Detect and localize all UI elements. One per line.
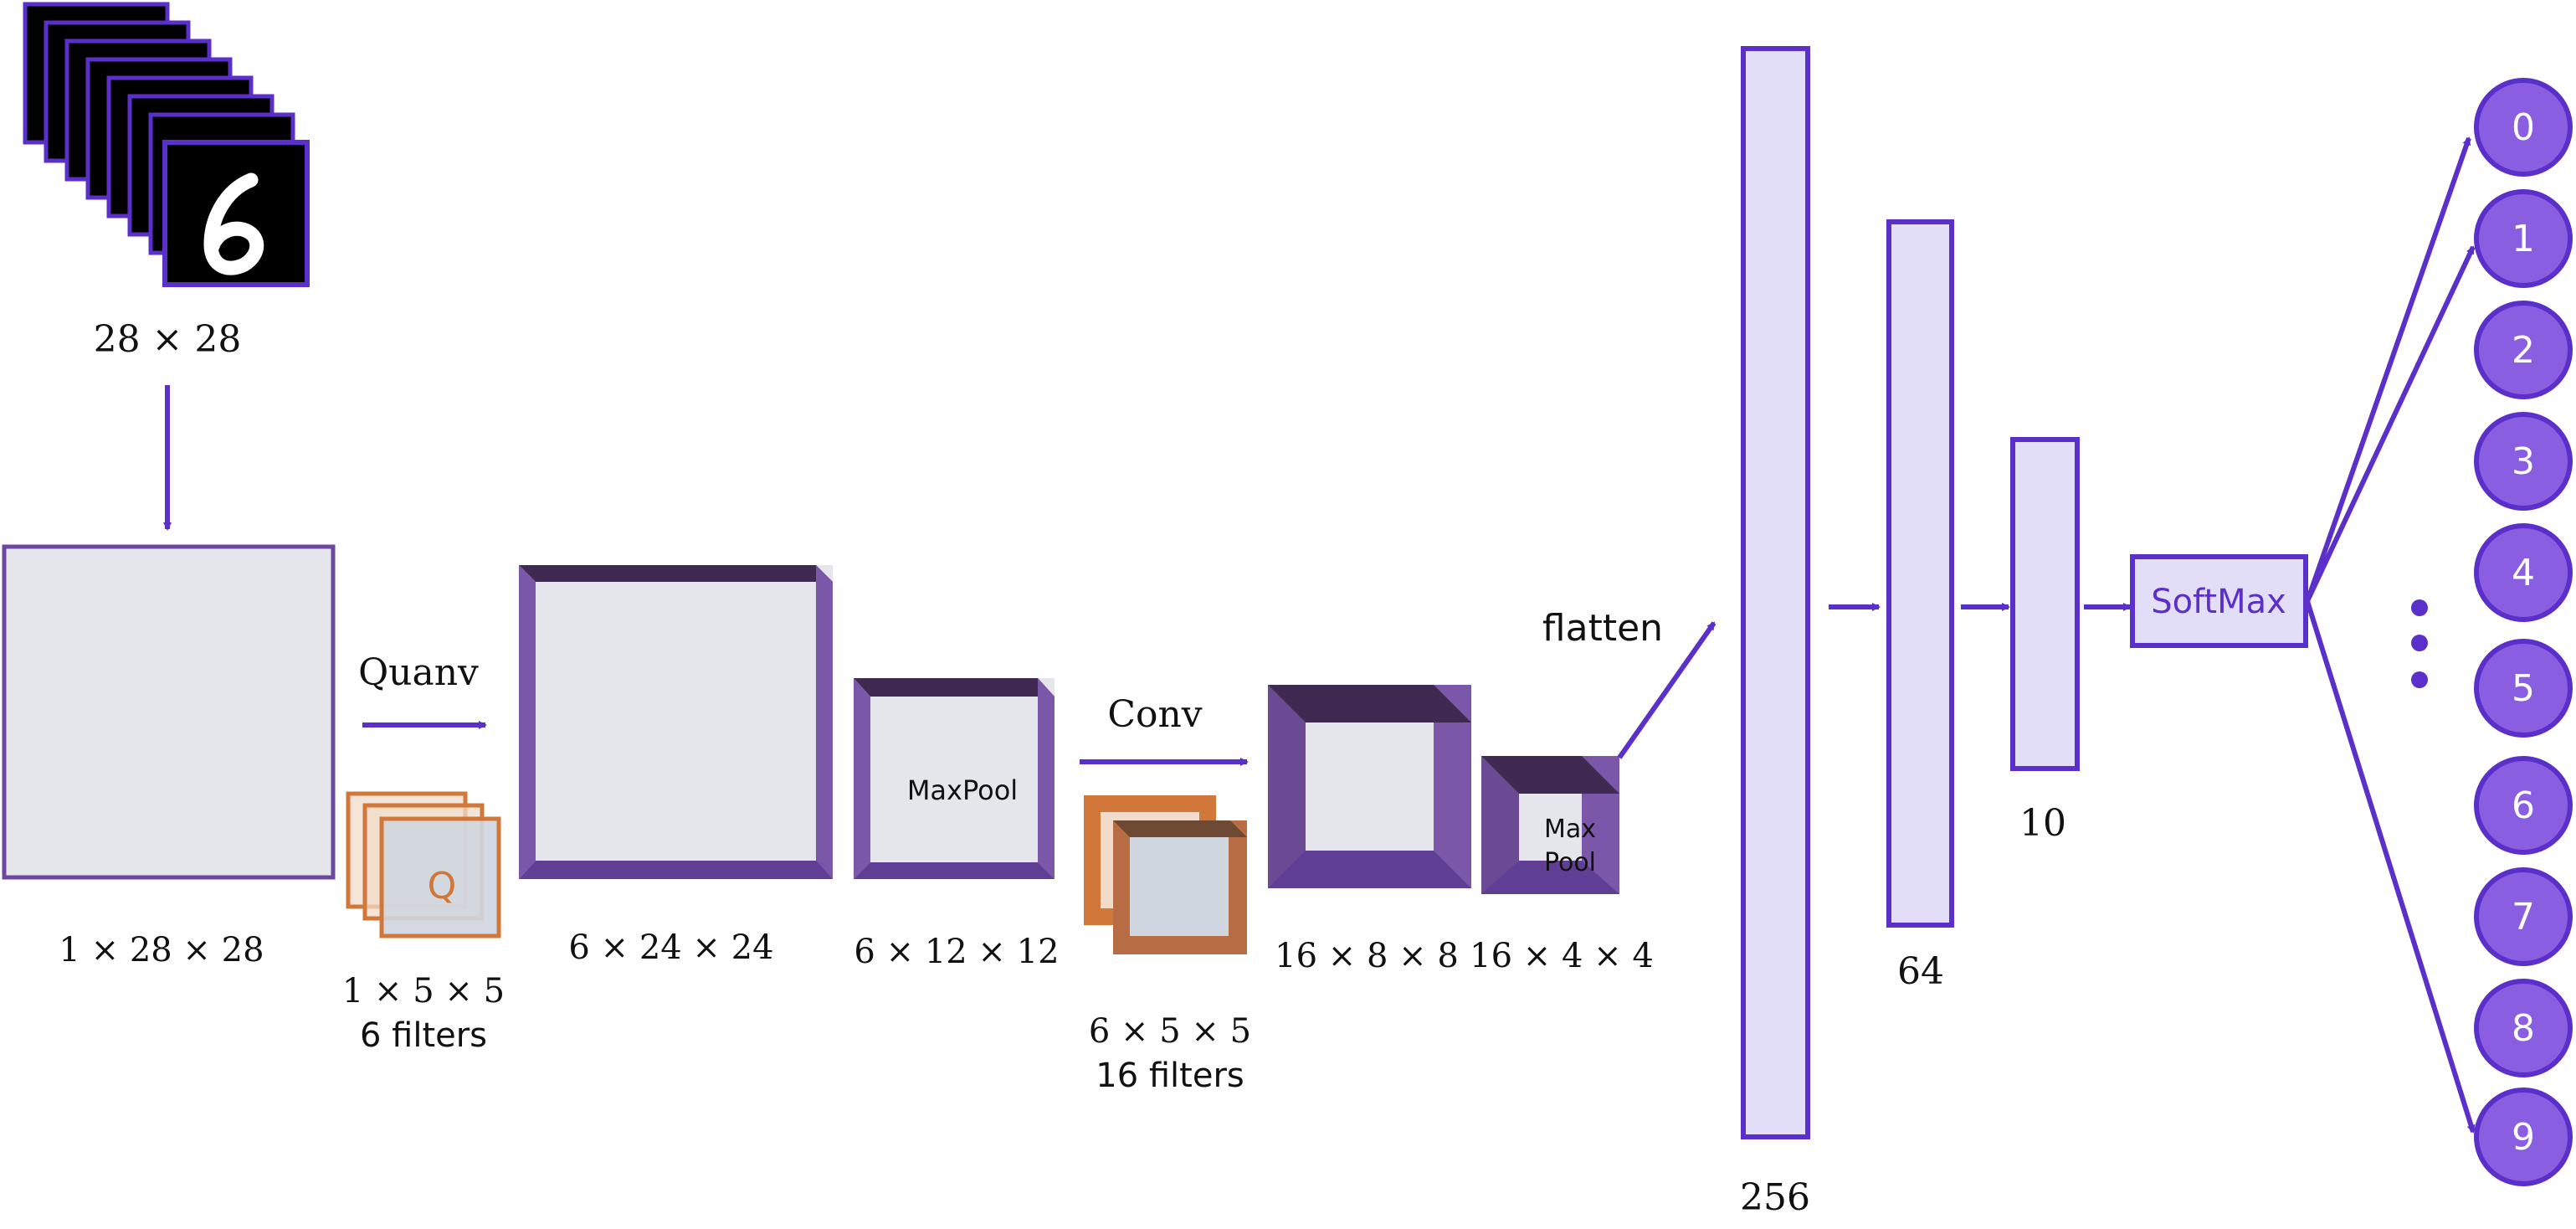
output-node-label-2: 2 bbox=[2512, 329, 2535, 372]
maxpool1-block bbox=[854, 678, 1055, 879]
conv-filter-shape-label: 6 × 5 × 5 bbox=[1089, 1012, 1251, 1051]
fc-layer-256 bbox=[1741, 46, 1810, 1139]
softmax-box bbox=[2130, 554, 2308, 648]
output-node-label-6: 6 bbox=[2512, 784, 2535, 827]
flatten-label: flatten bbox=[1542, 607, 1663, 650]
maxpool2-block bbox=[1481, 756, 1619, 894]
conv-output-label: 16 × 8 × 8 bbox=[1275, 937, 1459, 975]
ellipsis-dots bbox=[2411, 599, 2428, 688]
input-image-stack bbox=[23, 2, 310, 287]
output-node-1 bbox=[2474, 189, 2573, 288]
output-node-9 bbox=[2474, 1088, 2573, 1186]
output-node-label-1: 1 bbox=[2512, 218, 2535, 260]
quanv-filter-shape-label: 1 × 5 × 5 bbox=[342, 972, 505, 1010]
output-node-7 bbox=[2474, 867, 2573, 966]
output-class-nodes: 0 1 2 3 4 5 6 7 8 9 bbox=[2474, 78, 2573, 1186]
quanv-filter-count-label: 6 filters bbox=[360, 1016, 487, 1055]
output-node-label-5: 5 bbox=[2512, 667, 2535, 710]
output-node-label-3: 3 bbox=[2512, 440, 2535, 483]
quanv-output-block bbox=[519, 565, 833, 879]
conv-filter-count-label: 16 filters bbox=[1096, 1057, 1244, 1095]
softmax-label: SoftMax bbox=[2151, 583, 2286, 621]
output-node-2 bbox=[2474, 301, 2573, 399]
fc-layer-10 bbox=[2010, 437, 2080, 771]
quanv-filter-stack bbox=[346, 791, 501, 938]
output-arrow-9 bbox=[2305, 600, 2476, 1134]
output-node-3 bbox=[2474, 412, 2573, 511]
output-node-label-4: 4 bbox=[2512, 552, 2535, 594]
output-node-6 bbox=[2474, 756, 2573, 855]
input-size-label: 28 × 28 bbox=[94, 318, 242, 361]
output-node-4 bbox=[2474, 523, 2573, 622]
output-node-5 bbox=[2474, 639, 2573, 738]
fc-layer-64 bbox=[1886, 219, 1954, 928]
output-node-8 bbox=[2474, 979, 2573, 1077]
quanv-output-label: 6 × 24 × 24 bbox=[568, 928, 773, 967]
input-tensor-block bbox=[2, 544, 336, 880]
fc-layer-64-label: 64 bbox=[1897, 950, 1944, 993]
output-node-label-8: 8 bbox=[2512, 1007, 2535, 1050]
output-arrow-1 bbox=[2305, 245, 2476, 603]
handwritten-digit-image bbox=[203, 172, 264, 275]
maxpool2-output-label: 16 × 4 × 4 bbox=[1470, 937, 1654, 975]
output-node-0 bbox=[2474, 78, 2573, 177]
output-node-label-0: 0 bbox=[2512, 106, 2535, 149]
conv-filter-stack bbox=[1084, 795, 1247, 954]
maxpool2-text-line2: Pool bbox=[1544, 848, 1596, 877]
maxpool1-output-label: 6 × 12 × 12 bbox=[854, 933, 1059, 971]
conv-output-block bbox=[1268, 685, 1471, 888]
conv-label: Conv bbox=[1107, 693, 1202, 736]
fc-layer-10-label: 10 bbox=[2019, 802, 2066, 845]
quanv-label: Quanv bbox=[358, 651, 479, 694]
quanv-filter-symbol: Q bbox=[428, 865, 457, 908]
output-node-label-7: 7 bbox=[2512, 896, 2535, 938]
flatten-arrow bbox=[1617, 621, 1716, 759]
fc-layer-256-label: 256 bbox=[1740, 1176, 1810, 1219]
maxpool2-text-line1: Max bbox=[1544, 815, 1596, 844]
input-tensor-label: 1 × 28 × 28 bbox=[59, 931, 264, 969]
maxpool1-text: MaxPool bbox=[907, 774, 1018, 806]
output-arrow-0 bbox=[2305, 136, 2471, 602]
output-node-label-9: 9 bbox=[2512, 1116, 2535, 1159]
